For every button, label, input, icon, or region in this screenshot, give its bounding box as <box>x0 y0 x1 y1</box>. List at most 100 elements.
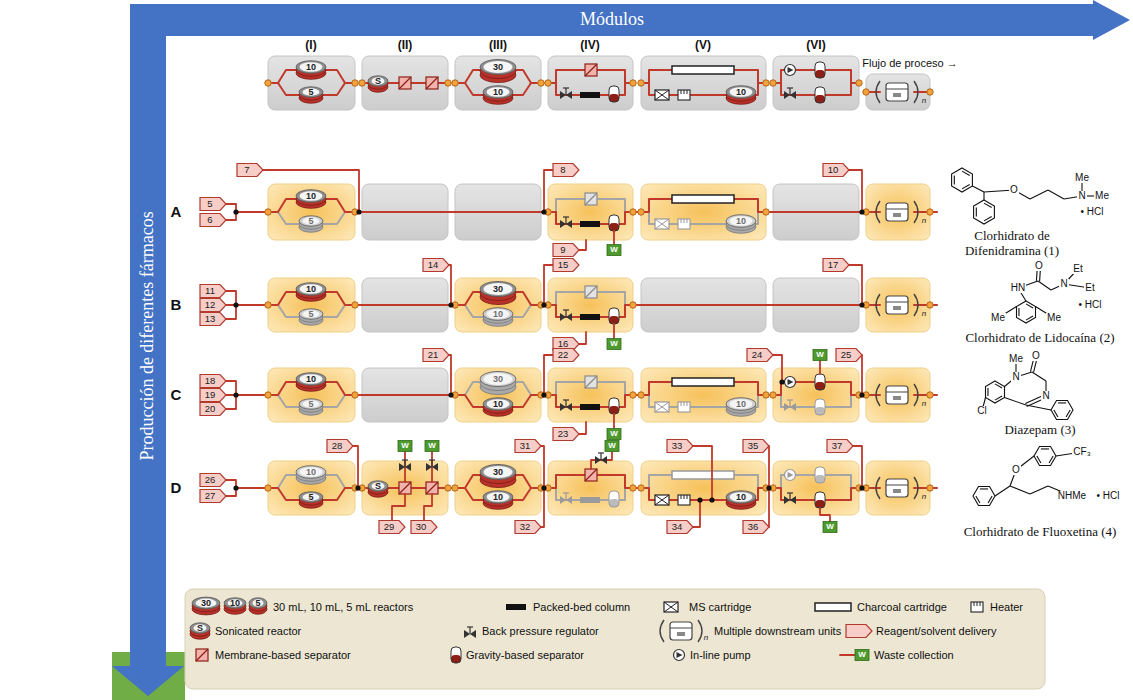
downstream-stirrer <box>893 396 901 400</box>
legend-text: MS cartridge <box>689 601 751 613</box>
callout-tag <box>823 164 849 177</box>
callout-number-text: 10 <box>828 164 839 175</box>
reactor-volume-text: 10 <box>736 492 746 502</box>
reactor-volume: 30 <box>493 468 503 477</box>
reactor-top <box>483 491 513 504</box>
reactor-volume: 30 <box>493 63 503 72</box>
bond <box>988 496 992 503</box>
drug-name: Diazepam (3) <box>1004 423 1075 438</box>
reactor-face <box>484 283 513 295</box>
bond <box>976 208 977 217</box>
bond <box>1049 456 1053 463</box>
port <box>863 89 869 95</box>
downstream-unit <box>886 386 908 404</box>
callout-number: 14 <box>428 260 439 270</box>
bpr-stem <box>404 460 405 467</box>
inactive-module-panel <box>362 368 448 422</box>
callout-number-text: 30 <box>416 521 427 532</box>
callout-number-text: 37 <box>832 440 843 451</box>
junction-dot <box>859 209 864 214</box>
atom-label-text: Me <box>1009 353 1023 364</box>
bond <box>1030 486 1048 494</box>
benzene-ring <box>1017 301 1036 323</box>
atom-label: N <box>1011 372 1020 382</box>
callout-number-text: 6 <box>207 214 212 225</box>
atom-label-text: CF₃ <box>1073 446 1090 457</box>
atom-label: N <box>1059 279 1068 289</box>
bond <box>1066 410 1070 417</box>
callout-number: 25 <box>841 350 852 360</box>
junction-dot <box>541 302 546 307</box>
inactive-module-panel <box>773 184 859 240</box>
downstream-unit <box>886 203 908 221</box>
heater <box>678 90 690 100</box>
gravity-separator-outline <box>815 399 825 415</box>
reactor-volume: 10 <box>230 599 240 608</box>
bpr-stem <box>565 493 566 500</box>
reactor-face <box>300 467 323 477</box>
stage-bracket <box>914 477 918 499</box>
bond <box>1005 398 1027 406</box>
atom-label: NHMe <box>1057 491 1087 501</box>
reactor-volume: 30 <box>201 599 211 608</box>
packed-bed-column <box>580 314 600 320</box>
atom-label: • HCl <box>1078 300 1103 310</box>
callout-number-text: 23 <box>558 428 569 439</box>
reactor-face <box>487 309 510 319</box>
unit-count-text: n <box>922 216 926 225</box>
module-numeral: (III) <box>489 39 507 52</box>
gravity-separator <box>609 86 619 102</box>
port <box>352 302 358 308</box>
reactor-top <box>224 598 246 608</box>
atom-label-text: Me <box>1047 312 1061 323</box>
junction-dot <box>356 209 361 214</box>
callout-tag <box>515 521 541 534</box>
pump-triangle <box>788 379 794 385</box>
reactor-top <box>296 466 326 479</box>
downstream-level <box>886 209 908 210</box>
bpr-cap <box>598 452 604 453</box>
reactor-volume-text: 10 <box>306 62 316 72</box>
inactive-module-panel <box>362 278 448 332</box>
callout-number: 5 <box>207 199 212 209</box>
wire <box>236 394 268 396</box>
wire <box>840 654 855 656</box>
bpr-cap <box>563 216 569 217</box>
wire <box>861 355 863 395</box>
callout-tag <box>827 440 853 453</box>
gravity-separator <box>815 492 825 508</box>
waste-label: W <box>858 651 866 659</box>
reactor-volume: 10 <box>493 400 503 409</box>
port <box>927 89 933 95</box>
reactor-top <box>726 86 756 99</box>
callout-number: 16 <box>558 339 569 349</box>
gravity-separator-outline <box>815 492 825 508</box>
inactive-module-panel <box>362 184 448 240</box>
atom-label: Cl <box>976 406 987 416</box>
gravity-separator <box>815 62 825 78</box>
unit-count: n <box>922 493 926 501</box>
ms-x <box>655 402 669 412</box>
wire <box>773 304 859 306</box>
reactor-volume: 10 <box>306 285 316 294</box>
bpr-cap <box>563 87 569 88</box>
charcoal-cartridge <box>672 66 734 74</box>
reactor-top <box>249 598 267 608</box>
module-numeral-text: (IV) <box>580 38 599 52</box>
reactor-volume-text: 10 <box>306 467 316 477</box>
gravity-separator <box>609 491 619 507</box>
reactor-volume-text: 5 <box>308 87 313 97</box>
ms-x <box>655 495 669 505</box>
callout-tag <box>200 375 226 388</box>
heater-coil <box>980 602 981 606</box>
heater-coil <box>684 90 685 94</box>
port <box>770 80 776 86</box>
active-module-panel <box>548 278 633 332</box>
reactor-volume: 5 <box>308 217 313 226</box>
port <box>927 485 933 491</box>
port <box>452 485 458 491</box>
legend-text-text: Heater <box>990 601 1023 613</box>
drug-name: Clorhidrato de Lidocaína (2) <box>965 331 1114 346</box>
waste-label: W <box>401 442 409 450</box>
legend-text: Membrane-based separator <box>215 649 351 661</box>
